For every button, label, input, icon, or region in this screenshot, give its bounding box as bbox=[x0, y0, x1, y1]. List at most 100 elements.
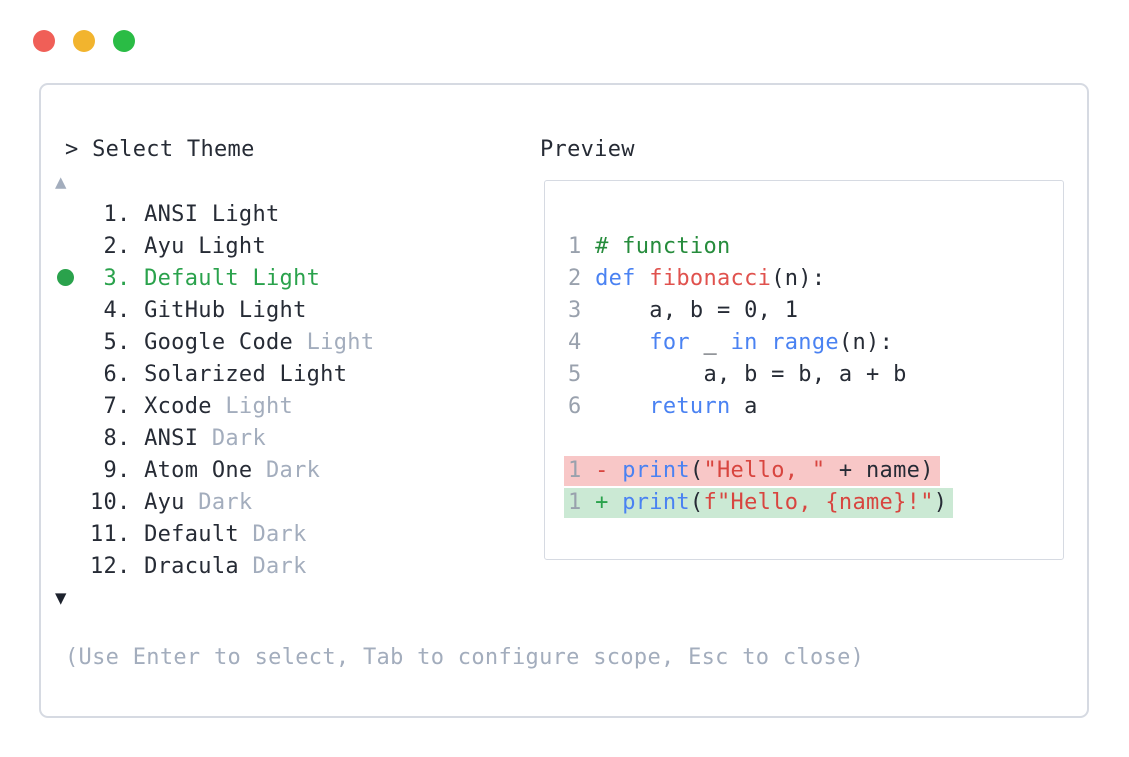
item-name: Solarized Light bbox=[144, 361, 348, 387]
item-number: 8 bbox=[103, 425, 117, 451]
traffic-light-close[interactable] bbox=[33, 30, 55, 52]
code-token: range bbox=[771, 330, 839, 355]
theme-list-item[interactable]: 9. Atom One Dark bbox=[41, 454, 557, 486]
line-number: 2 bbox=[568, 266, 582, 291]
item-number: 7 bbox=[103, 393, 117, 419]
theme-list-item[interactable]: 8. ANSI Dark bbox=[41, 422, 557, 454]
code-token: a bbox=[730, 394, 758, 419]
theme-list-item[interactable]: 3. Default Light bbox=[41, 262, 557, 294]
item-separator: . bbox=[117, 329, 145, 355]
code-token bbox=[582, 266, 596, 291]
line-number: 5 bbox=[568, 362, 582, 387]
item-number: 10 bbox=[90, 489, 118, 515]
code-token: ( bbox=[689, 458, 704, 483]
theme-list-item[interactable]: 5. Google Code Light bbox=[41, 326, 557, 358]
line-number: 4 bbox=[568, 330, 582, 355]
item-variant: Dark bbox=[238, 521, 307, 547]
code-token: def bbox=[595, 266, 636, 291]
item-name: Ayu bbox=[144, 489, 185, 515]
theme-list-item[interactable]: 2. Ayu Light bbox=[41, 230, 557, 262]
scroll-down-icon[interactable]: ▼ bbox=[55, 587, 67, 609]
traffic-light-zoom[interactable] bbox=[113, 30, 135, 52]
code-token: ( bbox=[689, 490, 704, 515]
item-gutter bbox=[57, 198, 90, 230]
item-separator: . bbox=[117, 361, 145, 387]
item-number: 5 bbox=[103, 329, 117, 355]
diff-removed-line: 1 - print("Hello, " + name) bbox=[564, 455, 1063, 487]
code-token bbox=[758, 330, 772, 355]
code-line: 6 return a bbox=[568, 391, 1063, 423]
item-separator: . bbox=[117, 521, 145, 547]
item-name: Dracula bbox=[144, 553, 239, 579]
theme-list-item[interactable]: 4. GitHub Light bbox=[41, 294, 557, 326]
item-name: Default Light bbox=[144, 265, 321, 291]
diff-highlight: 1 + print(f"Hello, {name}!") bbox=[564, 488, 954, 518]
theme-list-item[interactable]: 11. Default Dark bbox=[41, 518, 557, 550]
traffic-light-minimize[interactable] bbox=[73, 30, 95, 52]
line-number: 1 bbox=[568, 234, 582, 259]
item-name: GitHub Light bbox=[144, 297, 307, 323]
theme-list-item[interactable]: 12. Dracula Dark bbox=[41, 550, 557, 582]
item-name: Google Code bbox=[144, 329, 294, 355]
code-token: (n): bbox=[838, 330, 894, 355]
item-variant: Dark bbox=[198, 425, 267, 451]
item-gutter bbox=[57, 294, 90, 326]
item-gutter bbox=[57, 486, 90, 518]
code-token: (n): bbox=[771, 266, 826, 291]
item-variant: Light bbox=[293, 329, 375, 355]
item-number: 9 bbox=[103, 457, 117, 483]
item-gutter bbox=[57, 550, 90, 582]
theme-list-item[interactable]: 1. ANSI Light bbox=[41, 198, 557, 230]
theme-prompt: > Select Theme bbox=[65, 137, 255, 162]
code-token bbox=[609, 458, 623, 483]
code-token: in bbox=[730, 330, 758, 355]
theme-list-item[interactable]: 10. Ayu Dark bbox=[41, 486, 557, 518]
theme-list-item[interactable]: 6. Solarized Light bbox=[41, 358, 557, 390]
code-line bbox=[568, 423, 1063, 455]
diff-highlight: 1 - print("Hello, " + name) bbox=[564, 456, 940, 486]
item-gutter bbox=[57, 358, 90, 390]
item-name: Xcode bbox=[144, 393, 212, 419]
code-line: 3 a, b = 0, 1 bbox=[568, 295, 1063, 327]
line-number: 1 bbox=[568, 458, 582, 483]
item-variant: Dark bbox=[252, 457, 321, 483]
code-token: for bbox=[649, 330, 690, 355]
code-token bbox=[582, 234, 596, 259]
code-token bbox=[582, 458, 596, 483]
item-name: Atom One bbox=[144, 457, 253, 483]
code-token: + bbox=[595, 490, 609, 515]
code-token: print bbox=[622, 458, 690, 483]
code-token: print bbox=[622, 490, 690, 515]
theme-list-item[interactable]: 7. Xcode Light bbox=[41, 390, 557, 422]
item-number: 12 bbox=[90, 553, 118, 579]
code-token: # function bbox=[595, 234, 731, 259]
code-token: "Hello, " bbox=[703, 458, 826, 483]
item-gutter bbox=[57, 390, 90, 422]
line-number: 6 bbox=[568, 394, 582, 419]
line-number: 3 bbox=[568, 298, 582, 323]
code-token: _ bbox=[689, 330, 731, 355]
item-number: 6 bbox=[103, 361, 117, 387]
item-separator: . bbox=[117, 457, 145, 483]
line-number: 1 bbox=[568, 490, 582, 515]
code-token: + name) bbox=[825, 458, 934, 483]
code-token: a, b = b, a + b bbox=[581, 362, 907, 387]
code-token: fibonacci bbox=[649, 266, 772, 291]
item-number: 4 bbox=[103, 297, 117, 323]
code-token bbox=[582, 490, 596, 515]
code-token: return bbox=[649, 394, 731, 419]
item-separator: . bbox=[117, 553, 145, 579]
scroll-up-icon[interactable]: ▲ bbox=[55, 171, 67, 193]
item-gutter bbox=[57, 230, 90, 262]
item-variant: Light bbox=[211, 393, 294, 419]
code-token: ) bbox=[933, 490, 948, 515]
item-number: 3 bbox=[103, 265, 117, 291]
code-line: 4 for _ in range(n): bbox=[568, 327, 1063, 359]
item-separator: . bbox=[117, 297, 145, 323]
code-token bbox=[636, 266, 650, 291]
item-gutter bbox=[57, 326, 90, 358]
